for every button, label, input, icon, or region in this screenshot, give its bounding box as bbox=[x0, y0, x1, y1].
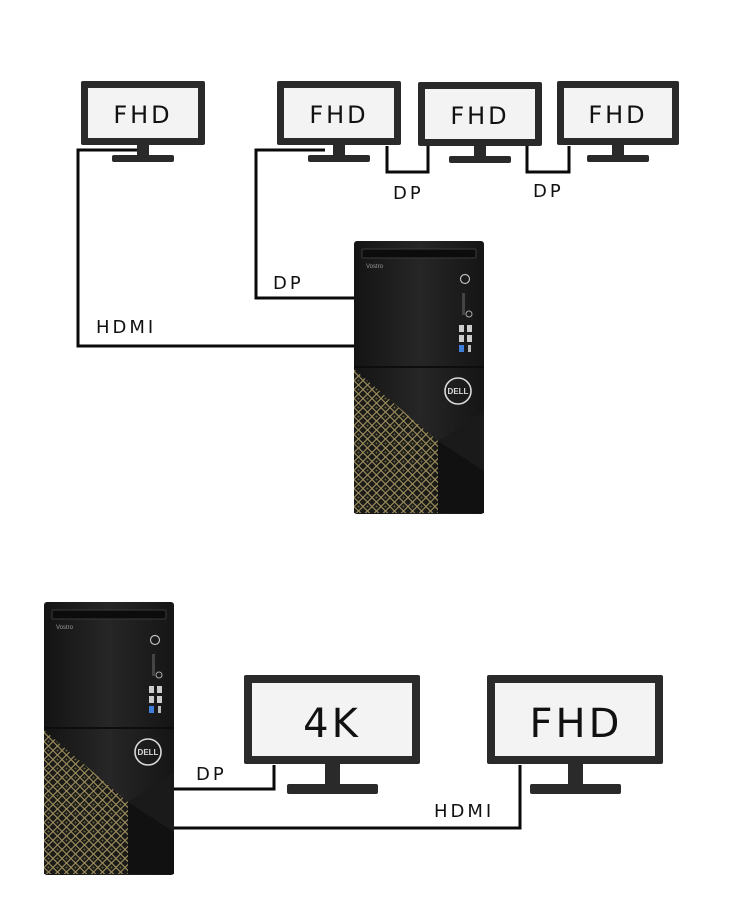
pc-tower-bottom: Vostro DELL bbox=[44, 602, 174, 875]
monitor-top-1: FHD bbox=[81, 81, 205, 162]
top-diagram: DP DP DP HDMI FHD FHD FHD bbox=[76, 81, 679, 514]
power-button-icon bbox=[149, 634, 161, 646]
dell-logo-icon bbox=[134, 738, 162, 766]
label-dp-chain-1: DP bbox=[393, 183, 424, 204]
monitor-label: FHD bbox=[309, 101, 368, 129]
dp-cable-daisy-chain-1 bbox=[385, 146, 430, 174]
monitor-label: FHD bbox=[113, 101, 172, 129]
monitor-label: FHD bbox=[450, 102, 509, 130]
dp-cable-daisy-chain-2 bbox=[525, 146, 571, 174]
top-cables bbox=[76, 146, 571, 348]
svg-text:DELL: DELL bbox=[448, 387, 469, 396]
dp-cable-pc-to-monitor-2 bbox=[254, 148, 356, 300]
label-dp-chain-2: DP bbox=[533, 181, 564, 202]
label-hdmi-pc: HDMI bbox=[96, 317, 156, 338]
power-button-icon bbox=[459, 273, 471, 285]
dell-logo-icon bbox=[444, 377, 472, 405]
monitor-top-4: FHD bbox=[557, 81, 679, 162]
bottom-cables bbox=[174, 765, 522, 830]
label-hdmi-bottom: HDMI bbox=[434, 801, 494, 822]
pc-mesh-panel bbox=[354, 369, 438, 513]
pc-mesh-panel bbox=[44, 730, 128, 874]
monitor-fhd-bottom: FHD bbox=[487, 675, 663, 794]
dp-cable-bottom bbox=[174, 765, 276, 791]
svg-text:DELL: DELL bbox=[138, 748, 159, 757]
monitor-top-3: FHD bbox=[418, 82, 542, 163]
hdmi-cable-bottom bbox=[174, 765, 522, 830]
monitor-4k: 4K bbox=[244, 675, 420, 794]
bottom-diagram: DP HDMI 4K FHD Vostro bbox=[44, 602, 663, 875]
monitor-top-2: FHD bbox=[277, 81, 401, 162]
pc-tower-top: Vostro DELL bbox=[354, 241, 484, 514]
pc-model-label: Vostro bbox=[366, 264, 384, 270]
pc-model-label: Vostro bbox=[56, 625, 74, 631]
monitor-label: FHD bbox=[588, 101, 647, 129]
label-dp-bottom: DP bbox=[196, 764, 227, 785]
monitor-label: 4K bbox=[303, 701, 361, 747]
monitor-label: FHD bbox=[530, 701, 623, 747]
hdmi-cable-top bbox=[76, 148, 356, 348]
label-dp-pc: DP bbox=[273, 273, 304, 294]
